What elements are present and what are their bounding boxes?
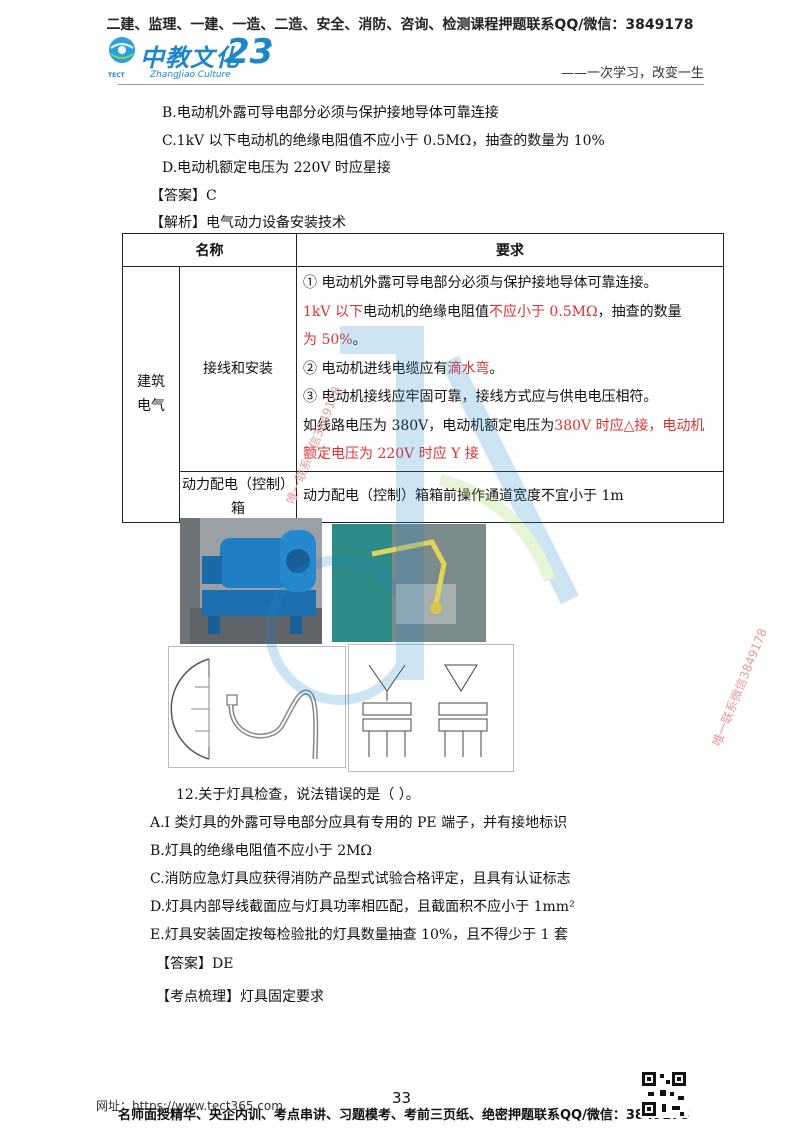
wiring-diagram <box>348 644 514 772</box>
motor-photo <box>180 518 322 644</box>
footer-url: 网址：https://www.tect365.com <box>96 1099 283 1113</box>
req-item-2: 1kV 以下电动机的绝缘电阻值不应小于 0.5MΩ，抽查的数量为 50%。 <box>303 298 717 355</box>
logo-anniversary-suffix: th <box>264 40 273 49</box>
req-text: 。 <box>489 360 504 377</box>
q12-option-e: E.灯具安装固定按每检验批的灯具数量抽查 10%，且不得少于 1 套 <box>150 927 569 943</box>
req-text: 。 <box>352 332 367 348</box>
q12-stem: 12.关于灯具检查，说法错误的是（ ）。 <box>176 787 420 803</box>
q12-option-d: D.灯具内部导线截面应与灯具功率相匹配，且截面积不应小于 1mm² <box>150 899 575 915</box>
table-row1-requirements: ① 电动机外露可导电部分必须与保护接地导体可靠连接。 1kV 以下电动机的绝缘电… <box>296 266 724 472</box>
category-label: 建筑电气 <box>137 374 165 415</box>
logo-cn-text: 中教文化 <box>140 44 240 72</box>
req-highlight: 为 50% <box>303 332 353 348</box>
grounding-photo <box>332 524 486 642</box>
q11-option-b: B.电动机外露可导电部分必须与保护接地导体可靠连接 <box>162 105 499 121</box>
top-banner: 二建、监理、一建、一造、二造、安全、消防、咨询、检测课程押题联系QQ/微信：38… <box>106 17 694 33</box>
req-item-3: ② 电动机进线电缆应有滴水弯。 <box>303 355 717 384</box>
footer-banner: 名师面授精华、央企内训、考点串讲、习题模考、考前三页纸、绝密押题联系QQ/微信：… <box>118 1108 690 1123</box>
logo-anniversary: 23 <box>226 32 274 72</box>
q12-option-c: C.消防应急灯具应获得消防产品型式试验合格评定，且具有认证标志 <box>150 871 571 887</box>
q12-option-a: A.I 类灯具的外露可导电部分应具有专用的 PE 端子，并有接地标识 <box>150 815 568 831</box>
q12-option-b: B.灯具的绝缘电阻值不应小于 2MΩ <box>150 843 373 859</box>
table-row2-name: 动力配电（控制）箱 <box>179 470 297 523</box>
table-category: 建筑电气 <box>122 266 180 523</box>
req-item-5: 如线路电压为 380V，电动机额定电压为380V 时应△接，电动机额定电压为 2… <box>303 412 717 469</box>
header-divider <box>118 84 704 85</box>
req-text: ② 电动机进线电缆应有 <box>303 360 448 377</box>
drip-loop-diagram <box>168 646 346 768</box>
q11-option-d: D.电动机额定电压为 220V 时应星接 <box>162 160 391 176</box>
q11-option-c: C.1kV 以下电动机的绝缘电阻值不应小于 0.5MΩ，抽查的数量为 10% <box>162 133 605 149</box>
logo-en-text: ZhangJiao Culture <box>150 70 231 80</box>
req-highlight: 滴水弯 <box>447 360 490 377</box>
logo-sub: TECT <box>108 72 125 79</box>
req-text: ，抽查的数量 <box>597 303 682 320</box>
table-row: 动力配电（控制）箱 动力配电（控制）箱箱前操作通道宽度不宜小于 1m <box>123 470 724 523</box>
slogan: ——一次学习，改变一生 <box>560 66 704 81</box>
watermark-text: 唯一联系微信3849178 <box>709 626 770 748</box>
logo-globe-icon <box>109 37 135 63</box>
page-number: 33 <box>392 1089 412 1107</box>
table-row1-name: 接线和安装 <box>179 266 297 472</box>
q12-summary: 【考点梳理】灯具固定要求 <box>156 989 324 1005</box>
q11-analysis: 【解析】电气动力设备安装技术 <box>150 215 346 231</box>
q12-answer: 【答案】DE <box>156 956 234 972</box>
req-text: 如线路电压为 380V，电动机额定电压为 <box>303 417 555 434</box>
req-item-1: ① 电动机外露可导电部分必须与保护接地导体可靠连接。 <box>303 275 658 291</box>
table-header-row: 名称 要求 <box>122 233 724 267</box>
req-item-4: ③ 电动机接线应牢固可靠，接线方式应与供电电压相符。 <box>303 389 658 405</box>
requirements-table: 名称 要求 建筑电气 接线和安装 ① 电动机外露可导电部分必须与保护接地导体可靠… <box>122 233 724 523</box>
qr-code-icon <box>640 1070 688 1118</box>
table-header-name: 名称 <box>122 233 297 267</box>
table-header-requirement: 要求 <box>296 233 724 267</box>
req-text: 电动机的绝缘电阻值 <box>362 303 489 320</box>
req-highlight: 不应小于 0.5MΩ <box>488 303 598 320</box>
table-row: 建筑电气 接线和安装 ① 电动机外露可导电部分必须与保护接地导体可靠连接。 1k… <box>122 266 724 523</box>
table-row2-requirement: 动力配电（控制）箱箱前操作通道宽度不宜小于 1m <box>296 470 724 523</box>
req-highlight: 1kV 以下 <box>303 303 363 320</box>
logo: TECT 中教文化 ZhangJiao Culture 23 th <box>106 32 276 84</box>
req-highlight: 380V 时应△接，电动机额定电压为 220V 时应 Y 接 <box>303 417 705 463</box>
q11-answer: 【答案】C <box>150 188 217 204</box>
